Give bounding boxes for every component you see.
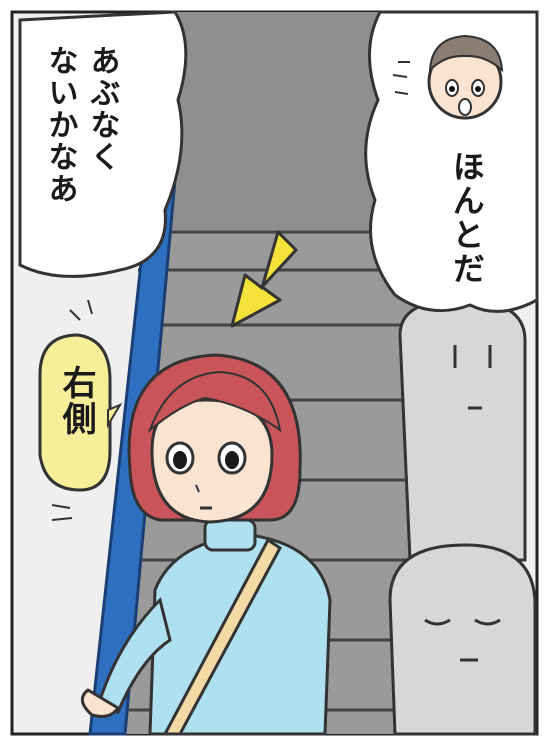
left-bubble-text-col1: あぶなく	[84, 45, 120, 173]
yellow-bubble-text: 右側	[56, 365, 97, 437]
man-face-icon	[392, 34, 504, 120]
woman-character	[80, 353, 332, 736]
left-bubble-text-col2: ないかなあ	[42, 45, 78, 205]
arrow-down-left-icon	[230, 230, 298, 328]
background-people	[388, 298, 537, 736]
left-speech-bubble	[18, 10, 188, 278]
right-bubble-text: ほんとだ	[447, 150, 486, 286]
